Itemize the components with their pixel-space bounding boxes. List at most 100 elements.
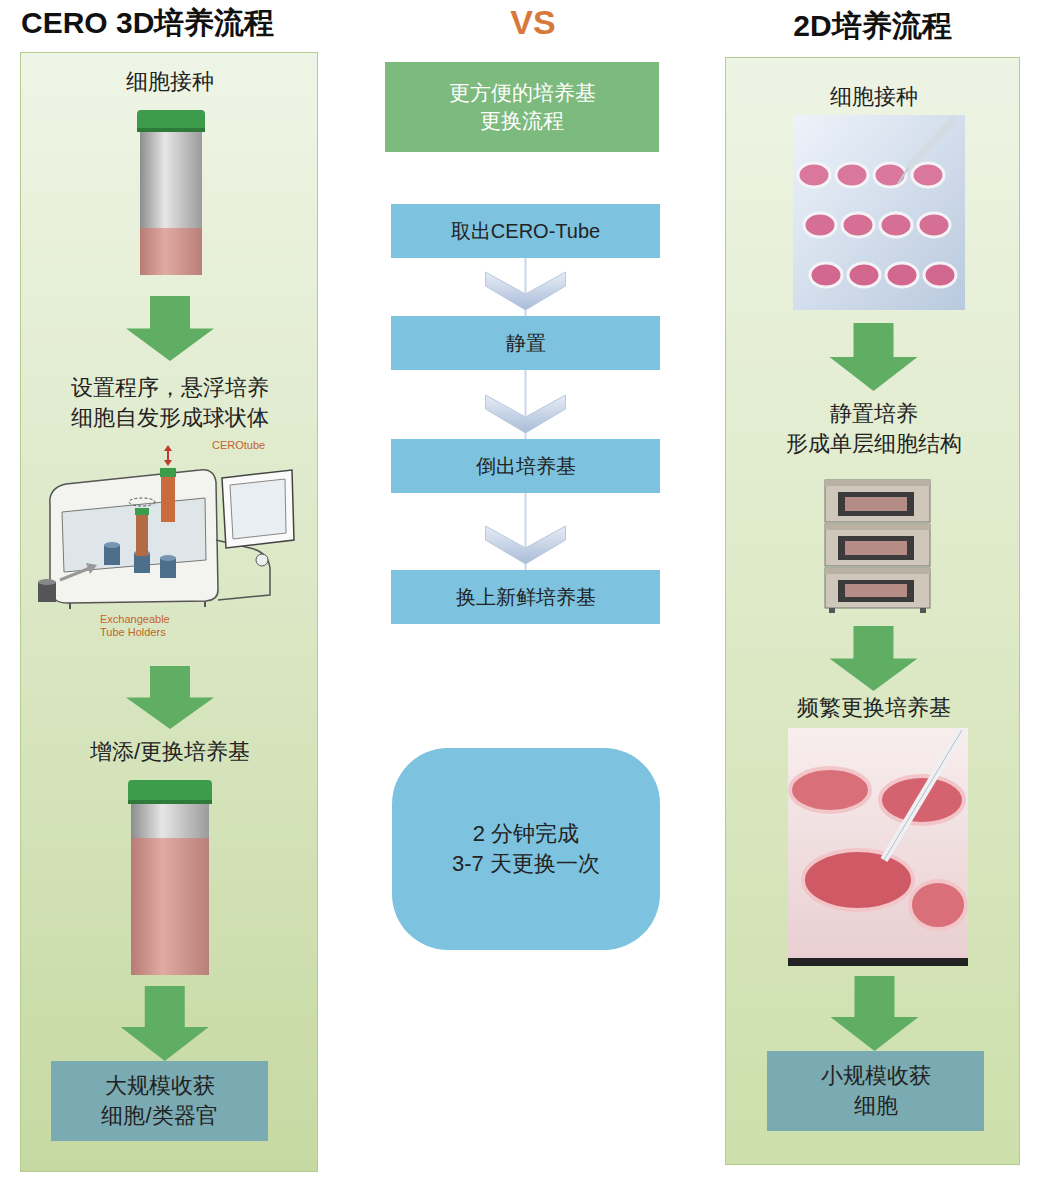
tube-illustration-part — [131, 803, 209, 975]
arrow-shaft — [854, 626, 894, 660]
heading-box: 更方便的培养基 更换流程 — [385, 62, 659, 152]
well-plate-photo-part — [886, 263, 918, 287]
cero-machine-illustration-part — [104, 542, 120, 548]
cero-machine-illustration-part — [222, 470, 294, 548]
label-anchor: Exchangeable Tube Holders — [100, 613, 170, 639]
incubator-photo-part — [825, 480, 930, 486]
dish-pipetting-photo-part — [884, 730, 962, 860]
incubator-photo-part — [838, 580, 914, 602]
arrow-head — [830, 659, 918, 692]
cero-machine-illustration-part — [60, 568, 90, 580]
chevron-head — [486, 526, 566, 564]
summary-box: 2 分钟完成 3-7 天更换一次 — [392, 748, 660, 950]
incubator-photo-part — [825, 568, 930, 574]
step-text: 倒出培养基 — [476, 453, 576, 480]
well-plate-photo-part — [804, 213, 836, 237]
step-text: 2 分钟完成 3-7 天更换一次 — [452, 819, 600, 878]
tube-illustration-part — [131, 838, 209, 975]
well-plate-photo-part — [793, 115, 965, 310]
dish-pipetting-photo-part — [788, 728, 968, 960]
flow-arrow — [126, 296, 214, 361]
cero-machine-illustration-part — [167, 447, 169, 464]
cero-machine-illustration-part — [86, 563, 97, 574]
connector-line — [525, 370, 527, 439]
well-plate-photo-part — [918, 213, 950, 237]
step-group: 细胞接种 — [746, 76, 1001, 323]
process-panel: CERO 3D培养流程细胞接种设置程序，悬浮培养 细胞自发形成球状体增添/更换培… — [20, 52, 318, 1172]
part-label: CEROtube — [212, 439, 265, 452]
column-title: 2D培养流程 — [726, 6, 1019, 47]
incubator-photo-part — [845, 584, 907, 597]
cero-machine-illustration — [38, 445, 294, 609]
cero-machine-illustration-part — [164, 460, 172, 466]
step-text: 换上新鲜培养基 — [456, 584, 596, 611]
arrow-shaft — [150, 666, 190, 699]
incubator-photo-part — [825, 524, 930, 566]
dish-pipetting-photo-part — [788, 958, 968, 966]
step-text: 设置程序，悬浮培养 细胞自发形成球状体 — [71, 373, 269, 432]
dish-pipetting-photo — [788, 728, 968, 966]
arrow-shaft — [854, 323, 894, 358]
cero-machine-illustration-part — [164, 445, 172, 451]
step-group: 设置程序，悬浮培养 细胞自发形成球状体 — [31, 361, 309, 666]
cero-machine-illustration-part — [160, 468, 176, 477]
well-plate-photo-part — [842, 213, 874, 237]
process-box: 静置 — [391, 316, 660, 370]
well-plate-photo — [793, 115, 965, 310]
step-text: 大规模收获 细胞/类器官 — [101, 1071, 217, 1130]
cero-machine-illustration-part — [136, 514, 148, 556]
result-box: 大规模收获 细胞/类器官 — [51, 1061, 268, 1141]
tube-illustration — [128, 780, 212, 975]
process-panel: 2D培养流程细胞接种静置培养 形成单层细胞结构频繁更换培养基小规模收获 细胞 — [725, 57, 1020, 1165]
arrow-head — [121, 1027, 209, 1061]
incubator-photo-part — [845, 541, 907, 555]
result-box: 小规模收获 细胞 — [767, 1051, 984, 1131]
arrow-shaft — [145, 986, 185, 1028]
label-anchor: CEROtube — [212, 439, 265, 452]
tube-illustration-part — [128, 780, 212, 804]
step-text: 小规模收获 细胞 — [821, 1061, 931, 1120]
step-text: 更方便的培养基 更换流程 — [449, 79, 596, 136]
well-plate-photo-part — [924, 263, 956, 287]
chevron-connector — [486, 258, 566, 316]
tube-illustration-part — [137, 128, 205, 132]
well-plate-photo-part — [810, 263, 842, 287]
dish-pipetting-photo-part — [910, 881, 966, 929]
incubator-photo-part — [838, 492, 914, 516]
incubator-photo-part — [845, 497, 907, 511]
dish-pipetting-photo-part — [880, 776, 964, 824]
cero-machine-illustration-part — [104, 545, 120, 565]
cero-machine-illustration-part — [134, 553, 150, 573]
chevron-head — [486, 395, 566, 433]
step-group: 增添/更换培养基 — [41, 729, 299, 986]
tube-illustration-part — [140, 130, 202, 275]
step-text: 静置 — [506, 330, 546, 357]
step-text: 细胞接种 — [830, 82, 918, 112]
well-plate-photo-part — [874, 163, 906, 187]
cero-machine-illustration-part — [160, 558, 176, 578]
cero-machine-illustration-part — [160, 555, 176, 561]
well-plate-photo-part — [908, 118, 955, 168]
chevron-head — [486, 272, 566, 310]
well-plate-photo-part — [880, 213, 912, 237]
flow-arrow — [126, 666, 214, 729]
well-plate-photo-part — [798, 163, 830, 187]
cero-machine-illustration-part — [129, 498, 155, 506]
well-plate-photo-part — [912, 163, 944, 187]
incubator-photo-part — [825, 524, 930, 530]
dish-pipetting-photo-part — [790, 768, 870, 812]
cero-machine-illustration-part — [38, 582, 56, 602]
step-group: 频繁更换培养基 — [746, 691, 1001, 976]
cero-machine-illustration-part — [69, 603, 71, 609]
dish-pipetting-photo-part — [803, 850, 913, 910]
flow-arrow — [831, 976, 919, 1051]
step-text: 取出CERO-Tube — [451, 218, 600, 245]
column-title: CERO 3D培养流程 — [21, 3, 317, 44]
tube-illustration-part — [128, 800, 212, 804]
chevron-connector — [486, 370, 566, 439]
cero-machine-illustration-part — [230, 479, 286, 539]
arrow-shaft — [150, 296, 190, 330]
arrow-head — [830, 357, 918, 391]
